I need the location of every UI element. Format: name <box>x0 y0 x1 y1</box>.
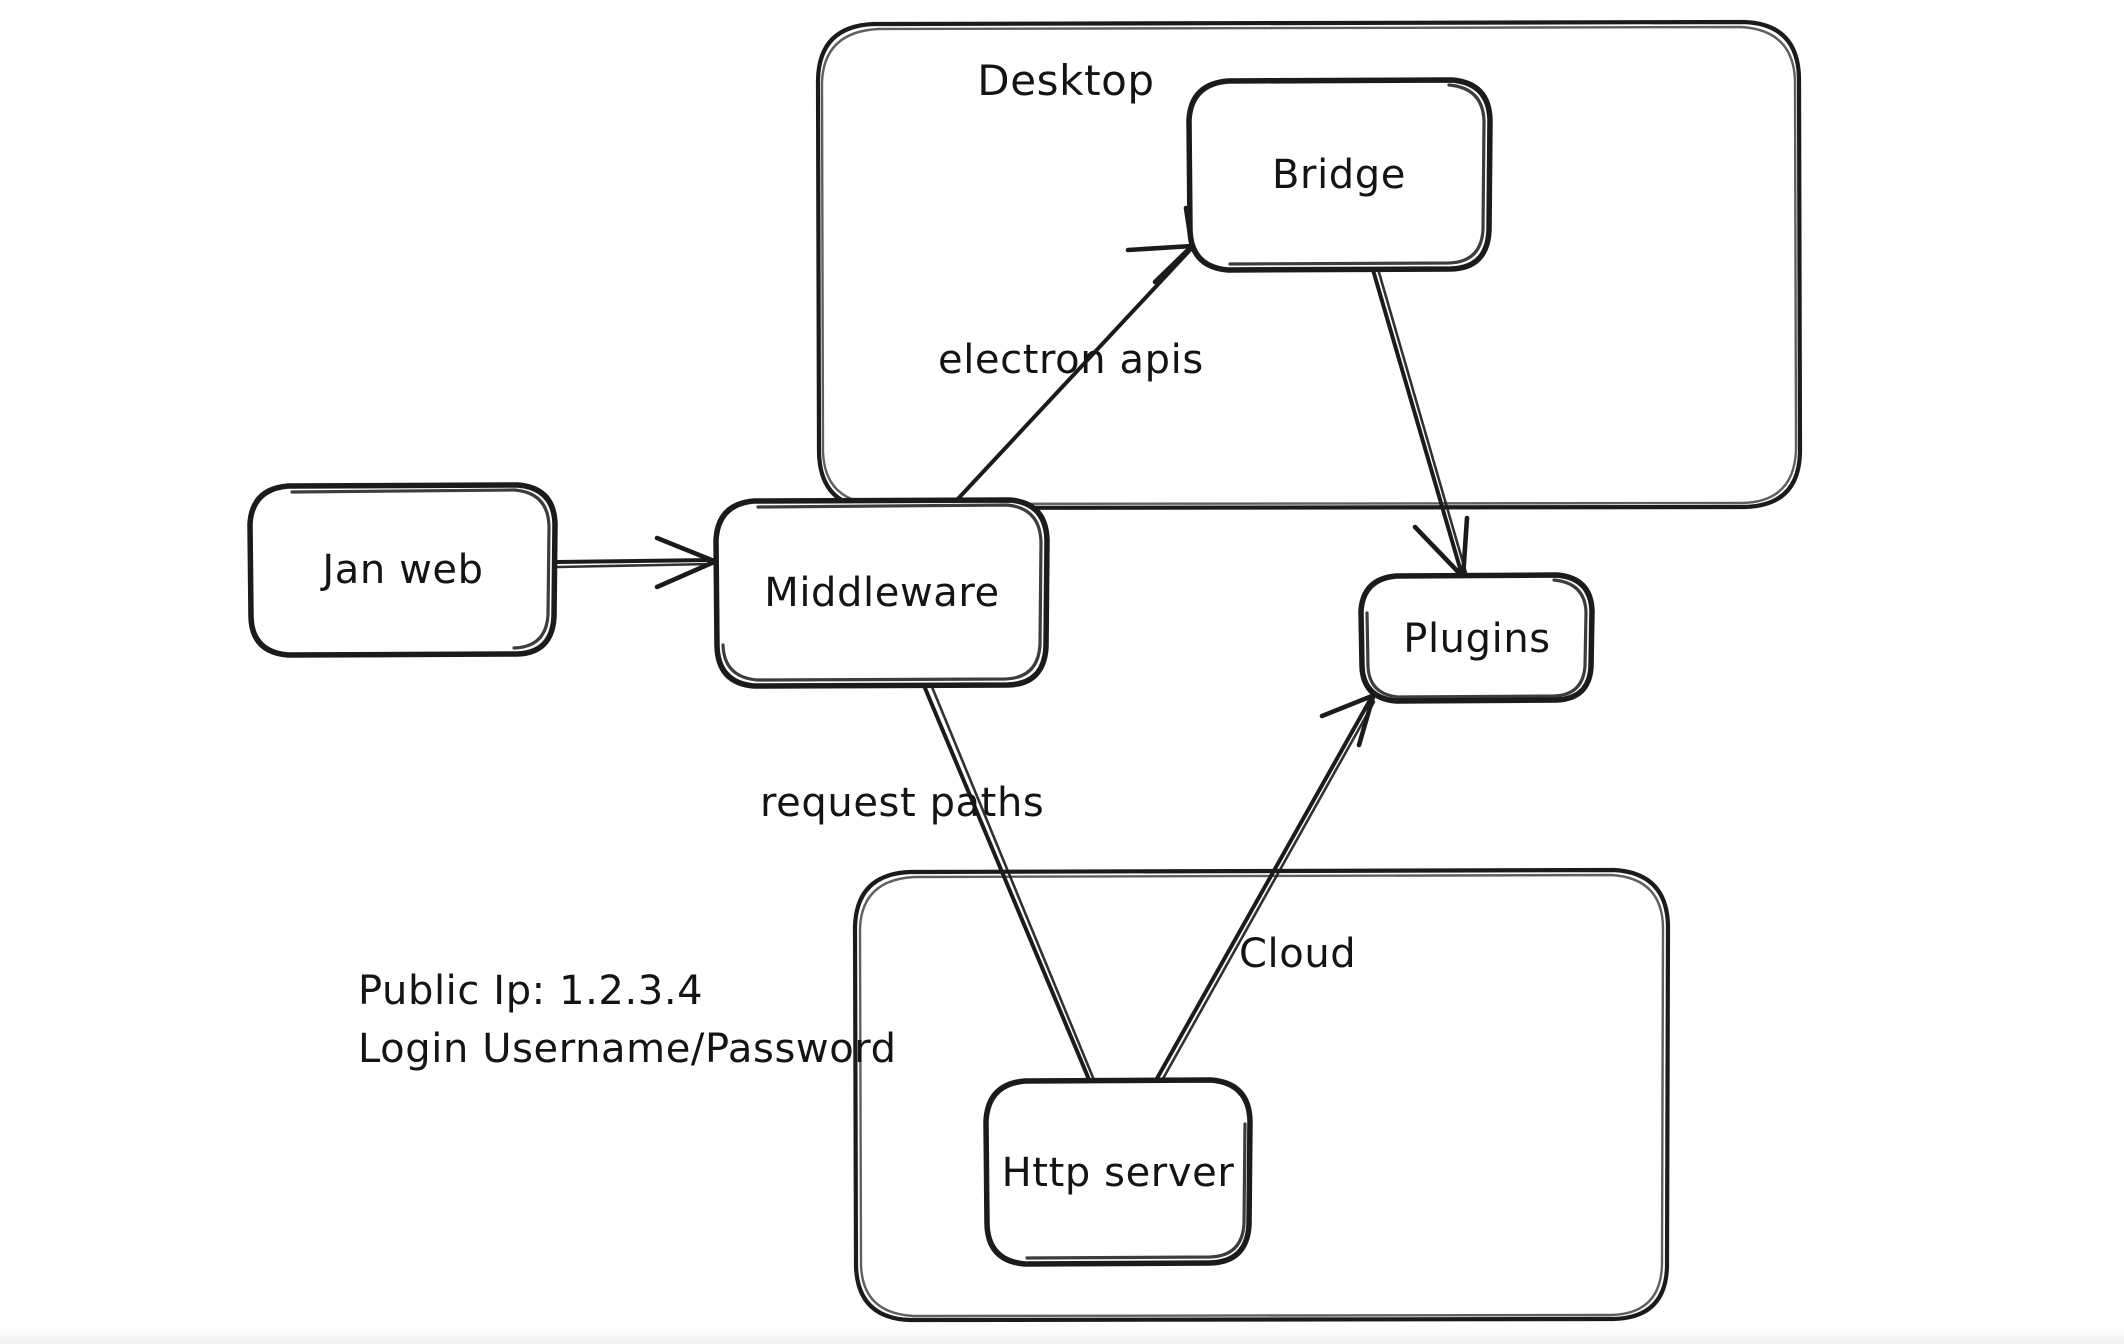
node-plugins[interactable]: Plugins <box>1358 572 1595 704</box>
edge-httpserver-to-plugins: Cloud <box>1153 693 1376 1086</box>
edge-bridge-to-plugins <box>1371 267 1470 581</box>
notes-block: Public Ip: 1.2.3.4 Login Username/Passwo… <box>358 968 897 1072</box>
node-middleware[interactable]: Middleware <box>713 497 1050 689</box>
group-desktop[interactable]: Desktop <box>815 19 1803 511</box>
node-bridge[interactable]: Bridge <box>1186 77 1493 273</box>
edge-label-cloud: Cloud <box>1239 931 1356 977</box>
group-cloud[interactable] <box>852 867 1671 1323</box>
node-label-http-server: Http server <box>1002 1150 1235 1196</box>
edge-janweb-to-middleware <box>555 535 717 590</box>
note-public-ip: Public Ip: 1.2.3.4 <box>358 968 703 1014</box>
node-label-plugins: Plugins <box>1403 616 1550 662</box>
edge-middleware-to-httpserver: request paths <box>760 685 1096 1084</box>
note-login-credentials: Login Username/Password <box>358 1026 897 1072</box>
node-jan-web[interactable]: Jan web <box>247 482 558 658</box>
edge-label-request-paths: request paths <box>760 780 1044 826</box>
edge-label-electron-apis: electron apis <box>938 337 1204 383</box>
node-http-server[interactable]: Http server <box>983 1077 1253 1267</box>
node-label-middleware: Middleware <box>764 570 1000 616</box>
node-label-bridge: Bridge <box>1272 152 1406 198</box>
edge-middleware-to-bridge: electron apis <box>938 205 1204 504</box>
group-label-desktop: Desktop <box>977 56 1154 105</box>
node-label-jan-web: Jan web <box>319 547 483 593</box>
